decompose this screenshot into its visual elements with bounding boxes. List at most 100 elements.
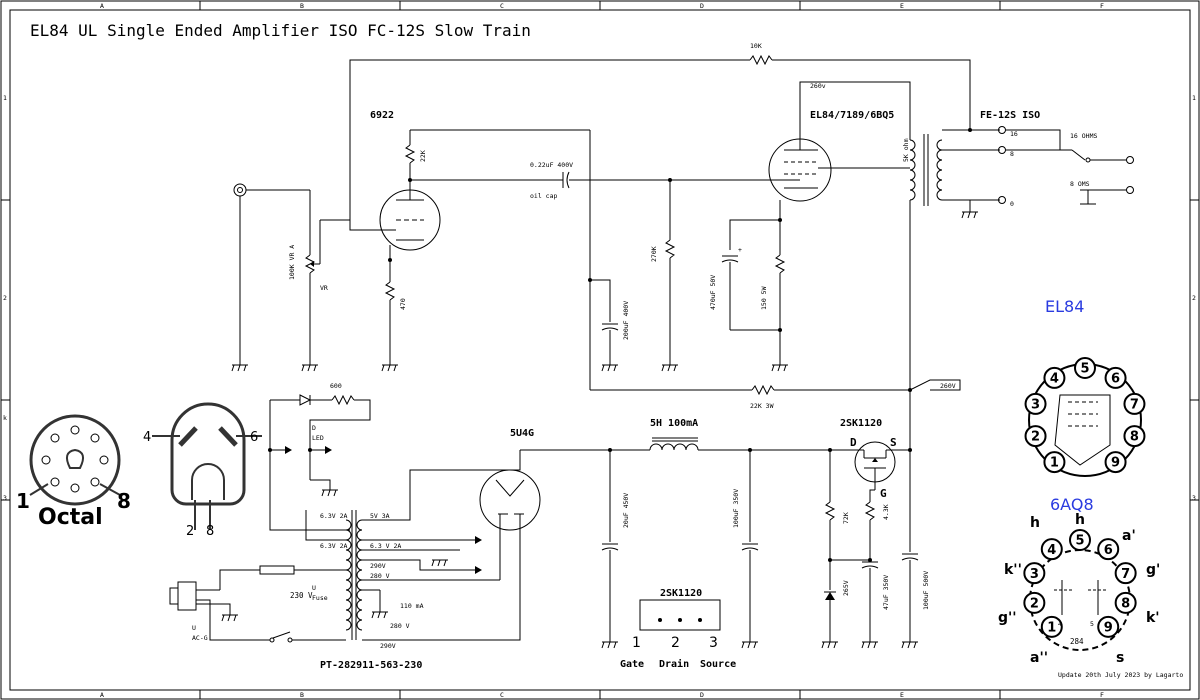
volume-pot-label: 100K VR A: [288, 245, 296, 280]
led-d-label: D: [312, 424, 316, 432]
el84-pin-5: 5: [1074, 357, 1096, 379]
heater2-label: 6.3V 2A: [320, 542, 347, 550]
ground-icon: [861, 641, 878, 649]
aq8-label-g2: g'': [998, 610, 1017, 626]
mains-inlet: 230 V Fuse U AC-G U: [169, 565, 346, 643]
dropping-resistor-22k: 22K 3W 260V: [590, 379, 961, 410]
mosfet-regulator: 2SK1120 D S G 72K 265V 4.3K 47uF 350V: [824, 418, 897, 642]
tube-el84: EL84/7189/6BQ5 260v: [768, 82, 894, 202]
el84-pin-7: 7: [1123, 392, 1146, 415]
ht4-label: 280 V: [390, 622, 410, 630]
mosfet-gate-label: G: [880, 487, 887, 500]
zener-label: 265V: [842, 580, 850, 596]
el84-pin-3: 3: [1024, 392, 1047, 415]
svg-text:3: 3: [1031, 398, 1040, 413]
heater1-label: 6.3V 2A: [320, 512, 347, 520]
row-label-k: k: [3, 414, 7, 422]
grid-resistor-270k: 270K: [650, 178, 676, 365]
pinout-pin-2: 2: [671, 635, 680, 651]
col-label-a-bottom: A: [100, 691, 104, 699]
heater3-label: 6.3 V 2A: [370, 542, 401, 550]
aq8-pin-5: 5: [1069, 529, 1091, 551]
octal-pin-8: 8: [117, 489, 131, 513]
feedback-resistor-label: 10K: [750, 42, 762, 50]
svg-text:1: 1: [1050, 456, 1059, 471]
col-label-e: E: [900, 2, 904, 10]
svg-text:5: 5: [1075, 534, 1084, 549]
resistor-470: 470: [384, 245, 407, 365]
row-label-3-right: 3: [1192, 494, 1196, 502]
aq8-label-k1: k': [1146, 610, 1160, 626]
bulb-pin-4: 4: [143, 430, 151, 445]
grid-resistor-label: 270K: [650, 246, 658, 262]
el84-pin-1: 1: [1043, 451, 1066, 474]
mosfet-label: 2SK1120: [840, 418, 882, 429]
ht5-label: 290V: [380, 642, 396, 650]
col-label-c-bottom: C: [500, 691, 504, 699]
ground-icon: [221, 614, 238, 622]
ac-u-label: U: [192, 624, 196, 632]
svg-text:4: 4: [1047, 543, 1056, 558]
resistor-22k-label: 22K: [419, 150, 427, 162]
mains-voltage-label: 230 V: [290, 591, 313, 600]
speaker-selector: 16 OHMS 8 OMS: [1006, 129, 1134, 205]
filter-capacitors-rail: 20uF 450V 100uF 350V 100uF 500V: [601, 450, 930, 642]
col-label-f-bottom: F: [1100, 691, 1104, 699]
pinout-pin-3: 3: [709, 635, 718, 651]
svg-text:+: +: [738, 246, 742, 254]
svg-text:8: 8: [1121, 597, 1130, 612]
filter-capacitor-20uf-label: 20uF 450V: [622, 493, 630, 528]
filter-capacitor-200uf: 200uF 400V: [588, 278, 630, 365]
filter-capacitor-200uf-label: 200uF 400V: [622, 301, 630, 340]
resistor-22k: 22K: [404, 130, 427, 190]
ht1-label: 290V: [370, 562, 386, 570]
coupling-capacitor: 0.22uF 400V oil cap: [408, 161, 800, 200]
out-16-label: 16 OHMS: [1070, 132, 1097, 140]
aq8-inner-4: 4: [1058, 620, 1062, 628]
pinout-pin-1: 1: [632, 635, 641, 651]
svg-text:4: 4: [1050, 372, 1059, 387]
cathode-capacitor-label: 470uF 50V: [709, 275, 717, 310]
row-label-2: 2: [3, 294, 7, 302]
aq8-socket-label: 6AQ8: [1050, 495, 1094, 514]
svg-text:2: 2: [1030, 597, 1039, 612]
aq8-label-g1: g': [1146, 562, 1160, 578]
aq8-pin-2: 2: [1023, 591, 1046, 614]
tap-16-label: 16: [1010, 130, 1018, 138]
gate-resistor-4k3-label: 4.3K: [882, 504, 890, 520]
output-primary-label: 5K ohm: [902, 138, 910, 162]
ht3-label: 110 mA: [400, 602, 424, 610]
aq8-pin-1: 1: [1040, 615, 1063, 638]
col-label-b: B: [300, 2, 304, 10]
ground-icon: [381, 364, 398, 372]
mosfet-drain-label: D: [850, 436, 857, 449]
ground-icon: [741, 641, 758, 649]
el84-pin-4: 4: [1043, 366, 1066, 389]
ground-icon: [431, 559, 448, 567]
power-transformer-label: PT-282911-563-230: [320, 660, 422, 671]
b-plus-label: 260V: [940, 382, 956, 390]
mosfet-pinout: 2SK1120 1 2 3 Gate Drain Source: [620, 588, 736, 670]
svg-text:7: 7: [1121, 567, 1130, 582]
resistor-470-label: 470: [399, 298, 407, 310]
aq8-inner-284: 284: [1070, 637, 1084, 646]
octal-socket: 1 8 Octal: [16, 414, 131, 530]
tap-0-label: 0: [1010, 200, 1014, 208]
mosfet-source-label: S: [890, 436, 897, 449]
bulb-pin-2: 2: [186, 524, 194, 539]
row-label-1-right: 1: [1192, 94, 1196, 102]
frame-column-labels: A B C D E F A B C D E F 1 2 k 3 1 2 3: [3, 2, 1196, 699]
led-resistor-label: 600: [330, 382, 342, 390]
octal-pin-1: 1: [16, 489, 30, 513]
aq8-label-a1: a': [1122, 528, 1136, 544]
coupling-capacitor-note: oil cap: [530, 192, 557, 200]
output-transformer: 5K ohm FE-12S ISO 16 8 0: [902, 110, 1040, 390]
update-note: Update 20th July 2023 by Lagarto: [1058, 671, 1183, 679]
el84-pin-2: 2: [1024, 425, 1047, 448]
ground-icon: [661, 364, 678, 372]
out-8-label: 8 OMS: [1070, 180, 1090, 188]
aq8-pin-9: 9: [1097, 615, 1120, 638]
